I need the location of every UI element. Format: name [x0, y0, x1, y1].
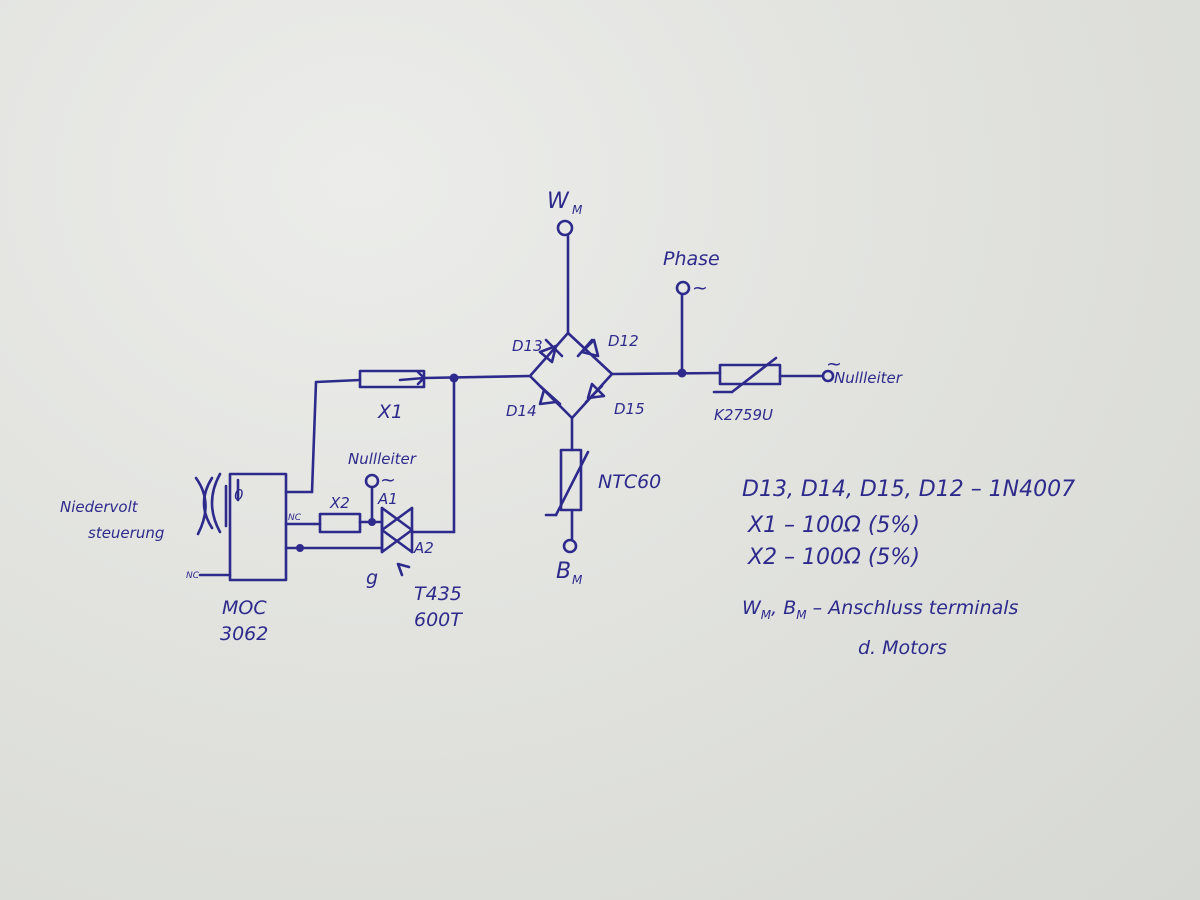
legend-line-4-mid: , B — [771, 597, 796, 619]
diode-d14 — [538, 384, 562, 406]
phase-symbol: ~ — [692, 277, 708, 299]
nullleiter-top-symbol: ~ — [380, 469, 396, 491]
control-bracket — [194, 472, 228, 536]
triac-t435 — [380, 506, 414, 577]
optocoupler-moc3062 — [198, 472, 316, 582]
control-label-2: steuerung — [88, 524, 164, 542]
phase-wire — [610, 280, 722, 378]
nullleiter-top-label: Nullleiter — [348, 450, 417, 468]
bm-label-text: B — [556, 559, 571, 584]
wm-label: W M — [547, 189, 583, 217]
x2-label: X2 — [329, 494, 350, 512]
diode-d13 — [538, 338, 564, 364]
legend-line-2: X1 – 100Ω (5%) — [747, 513, 920, 538]
terminal-nullleiter-top — [364, 473, 380, 489]
legend-line-4-sub1: M — [761, 608, 772, 622]
bm-label-sub: M — [572, 573, 583, 587]
legend-line-4-w: W — [742, 597, 762, 619]
nullleiter-right-label: Nullleiter — [834, 369, 903, 387]
legend-line-3: X2 – 100Ω (5%) — [747, 545, 920, 570]
legend-line-1: D13, D14, D15, D12 – 1N4007 — [742, 477, 1075, 502]
junction-dot-gate — [296, 544, 304, 552]
x1-label: X1 — [377, 401, 403, 423]
control-label-1: Niedervolt — [60, 498, 139, 516]
moc-label-1: MOC — [222, 597, 267, 619]
ntc-label: NTC60 — [598, 471, 661, 493]
d13-label: D13 — [512, 337, 543, 355]
gate-label: g — [366, 567, 378, 589]
nullleiter-right-symbol: ~ — [826, 353, 842, 375]
d12-label: D12 — [608, 332, 639, 350]
ntc-thermistor — [544, 416, 590, 542]
legend: D13, D14, D15, D12 – 1N4007 X1 – 100Ω (5… — [742, 477, 1075, 659]
wm-label-text: W — [547, 189, 570, 214]
legend-line-4: WM, BM – Anschluss terminals — [742, 597, 1019, 622]
d15-label: D15 — [614, 400, 645, 418]
legend-line-4-rest: – Anschluss terminals — [807, 597, 1019, 619]
resistor-x2 — [312, 512, 374, 534]
nc-label-1: NC — [288, 513, 302, 523]
triac-label-2: 600T — [414, 609, 463, 631]
a2-label: A2 — [413, 539, 434, 557]
varistor-k275 — [712, 356, 824, 394]
bm-label: B M — [556, 559, 583, 587]
legend-line-4-sub2: M — [796, 608, 807, 622]
moc-pin-label: 0 — [234, 486, 244, 504]
terminal-bm — [562, 538, 578, 554]
legend-line-5: d. Motors — [858, 637, 947, 659]
k275-label: K2759U — [714, 406, 773, 424]
diode-d12 — [576, 338, 600, 358]
phase-label: Phase — [663, 248, 720, 270]
d14-label: D14 — [506, 402, 537, 420]
moc-label-2: 3062 — [220, 623, 268, 645]
wm-label-sub: M — [572, 203, 583, 217]
terminal-wm — [556, 219, 574, 335]
terminal-nullleiter-right — [821, 369, 835, 383]
a1-label: A1 — [377, 490, 398, 508]
diode-d15 — [584, 382, 606, 404]
resistor-x1 — [284, 369, 532, 494]
triac-label-1: T435 — [414, 583, 462, 605]
nc-label-2: NC — [186, 571, 200, 581]
